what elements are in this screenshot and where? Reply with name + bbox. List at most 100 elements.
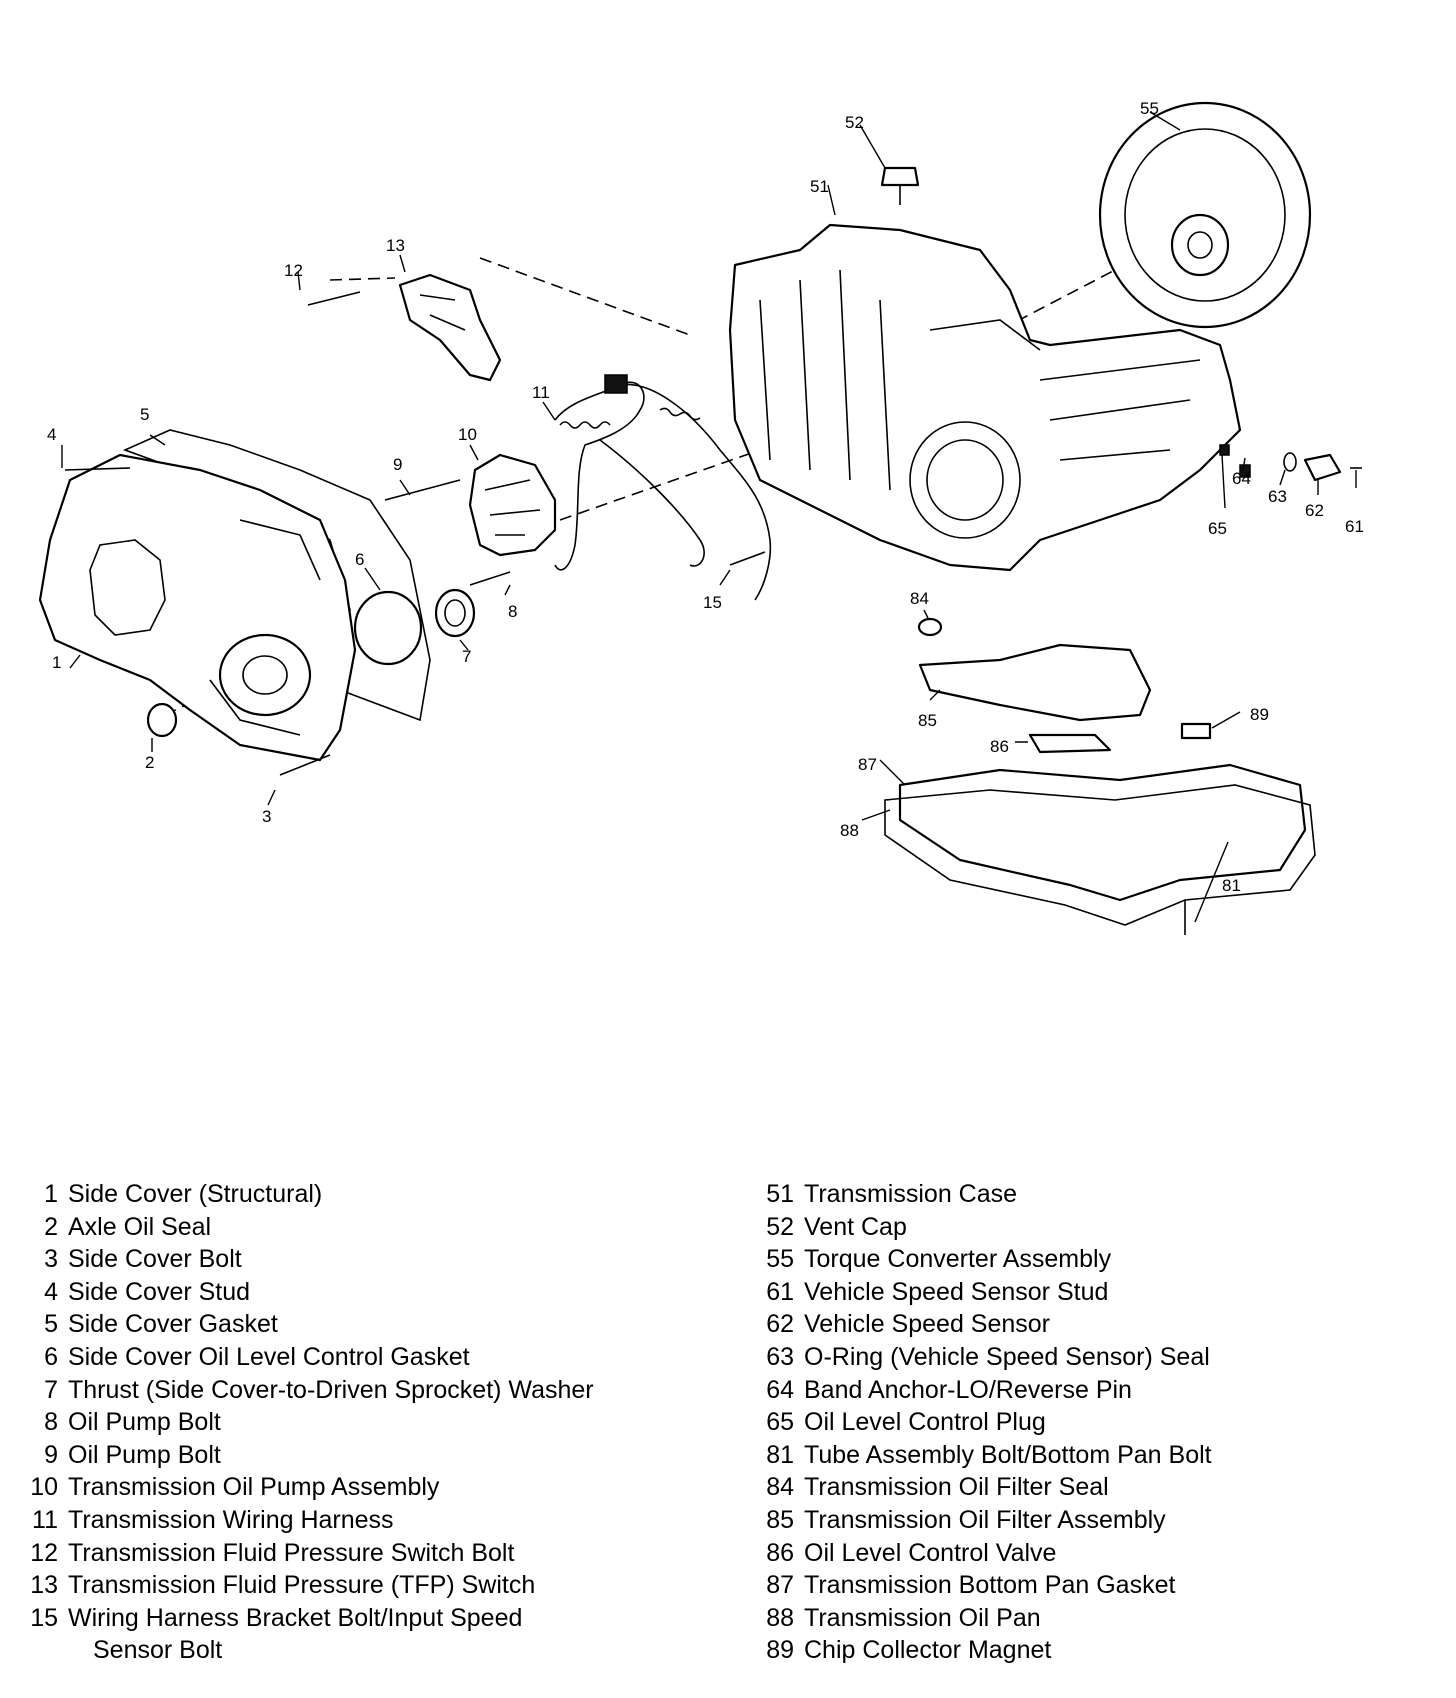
wiring-harness-coil xyxy=(559,407,701,429)
side-cover-stud xyxy=(64,467,131,471)
callout-61: 61 xyxy=(1345,517,1364,536)
legend-label: Vehicle Speed Sensor xyxy=(804,1310,1051,1339)
band-anchor-pin xyxy=(1239,464,1251,478)
callout-13: 13 xyxy=(386,236,405,255)
legend-row: 15 Wiring Harness Bracket Bolt/Input Spee… xyxy=(18,1602,718,1635)
legend-row: 88 Transmission Oil Pan xyxy=(756,1602,1436,1635)
legend-continuation: Sensor Bolt xyxy=(93,1636,223,1665)
legend-label: Side Cover Bolt xyxy=(68,1245,242,1274)
alignment-line-bolt-12 xyxy=(329,277,396,281)
callout-4: 4 xyxy=(47,425,56,444)
legend-number: 86 xyxy=(766,1538,794,1567)
legend-number: 10 xyxy=(30,1473,58,1502)
legend-number: 8 xyxy=(44,1408,58,1437)
legend-label: Transmission Case xyxy=(804,1180,1018,1208)
callout-51: 51 xyxy=(810,177,829,196)
legend-label: Oil Level Control Plug xyxy=(804,1408,1046,1437)
legend-number: 12 xyxy=(30,1538,58,1567)
callout-2: 2 xyxy=(145,753,154,772)
legend-label: O-Ring (Vehicle Speed Sensor) Seal xyxy=(804,1342,1210,1371)
legend-label: Tube Assembly Bolt/Bottom Pan Bolt xyxy=(804,1440,1212,1469)
exploded-view-svg: 4 5 1 2 3 9 10 6 7 8 12 13 11 15 51 52 5… xyxy=(38,99,1364,935)
legend-row: 6 Side Cover Oil Level Control Gasket xyxy=(18,1341,718,1374)
callout-55: 55 xyxy=(1140,99,1159,118)
torque-converter-hub-inner xyxy=(1187,231,1213,259)
legend-number: 63 xyxy=(766,1342,794,1371)
side-cover-bore xyxy=(218,633,312,717)
legend-number: 2 xyxy=(44,1212,58,1241)
callout-7: 7 xyxy=(462,647,471,666)
harness-connector xyxy=(604,374,628,394)
legend-label: Oil Pump Bolt xyxy=(68,1408,221,1437)
callout-88: 88 xyxy=(840,821,859,840)
side-cover xyxy=(38,453,357,762)
callout-8: 8 xyxy=(508,602,517,621)
legend-row: 64 Band Anchor-LO/Reverse Pin xyxy=(756,1374,1436,1407)
leader-lines xyxy=(61,111,1357,923)
callout-65: 65 xyxy=(1208,519,1227,538)
oil-level-control-plug xyxy=(1219,444,1230,456)
transmission-case-bore-inner xyxy=(926,439,1004,521)
legend-number: 87 xyxy=(766,1571,794,1600)
legend-row: 8 Oil Pump Bolt xyxy=(18,1406,718,1439)
legend-label: Transmission Oil Pan xyxy=(804,1603,1041,1632)
legend-label: Vent Cap xyxy=(804,1212,907,1241)
legend-number: 6 xyxy=(44,1342,58,1371)
legend-label: Wiring Harness Bracket Bolt/Input Speed xyxy=(68,1603,523,1632)
callout-84: 84 xyxy=(910,589,929,608)
tfp-switch-detail xyxy=(419,294,466,331)
legend-label: Oil Pump Bolt xyxy=(68,1440,221,1469)
legend-label: Side Cover Oil Level Control Gasket xyxy=(68,1342,470,1371)
callout-1: 1 xyxy=(52,653,61,672)
speed-sensor-o-ring xyxy=(1283,452,1297,472)
legend-number: 13 xyxy=(30,1571,58,1600)
legend-label: Side Cover (Structural) xyxy=(68,1180,323,1208)
legend-number: 15 xyxy=(30,1603,58,1632)
legend-number: 88 xyxy=(766,1603,794,1632)
callout-85: 85 xyxy=(918,711,937,730)
callout-52: 52 xyxy=(845,113,864,132)
legend-label: Transmission Oil Pump Assembly xyxy=(68,1473,440,1502)
legend-number: 89 xyxy=(766,1636,794,1665)
side-cover-bore-inner xyxy=(242,655,288,695)
callout-6: 6 xyxy=(355,550,364,569)
callout-62: 62 xyxy=(1305,501,1324,520)
oil-filter-assembly xyxy=(918,643,1152,722)
legend-number: 7 xyxy=(44,1375,58,1404)
alignment-line-switch xyxy=(479,257,691,336)
callout-64: 64 xyxy=(1232,469,1251,488)
legend-number: 65 xyxy=(766,1408,794,1437)
legend-label: Transmission Fluid Pressure Switch Bolt xyxy=(68,1538,515,1567)
legend-number: 64 xyxy=(766,1375,794,1404)
legend-label: Torque Converter Assembly xyxy=(804,1245,1112,1274)
pressure-switch-bolt xyxy=(307,291,361,306)
callout-89: 89 xyxy=(1250,705,1269,724)
callout-15: 15 xyxy=(703,593,722,612)
callout-86: 86 xyxy=(990,737,1009,756)
harness-bracket-bolt xyxy=(729,551,766,566)
oil-filter-seal xyxy=(917,617,943,637)
legend-label: Band Anchor-LO/Reverse Pin xyxy=(804,1375,1132,1404)
legend-number: 52 xyxy=(766,1212,794,1241)
legend-row: 10 Transmission Oil Pump Assembly xyxy=(18,1471,718,1504)
legend-row: 1 Side Cover (Structural) xyxy=(18,1178,718,1211)
legend-number: 1 xyxy=(44,1180,58,1208)
legend-number: 11 xyxy=(32,1505,58,1534)
oil-level-control-valve xyxy=(1028,733,1112,754)
callout-10: 10 xyxy=(458,425,477,444)
legend-label: Transmission Oil Filter Assembly xyxy=(804,1505,1166,1534)
legend-number: 9 xyxy=(44,1440,58,1469)
